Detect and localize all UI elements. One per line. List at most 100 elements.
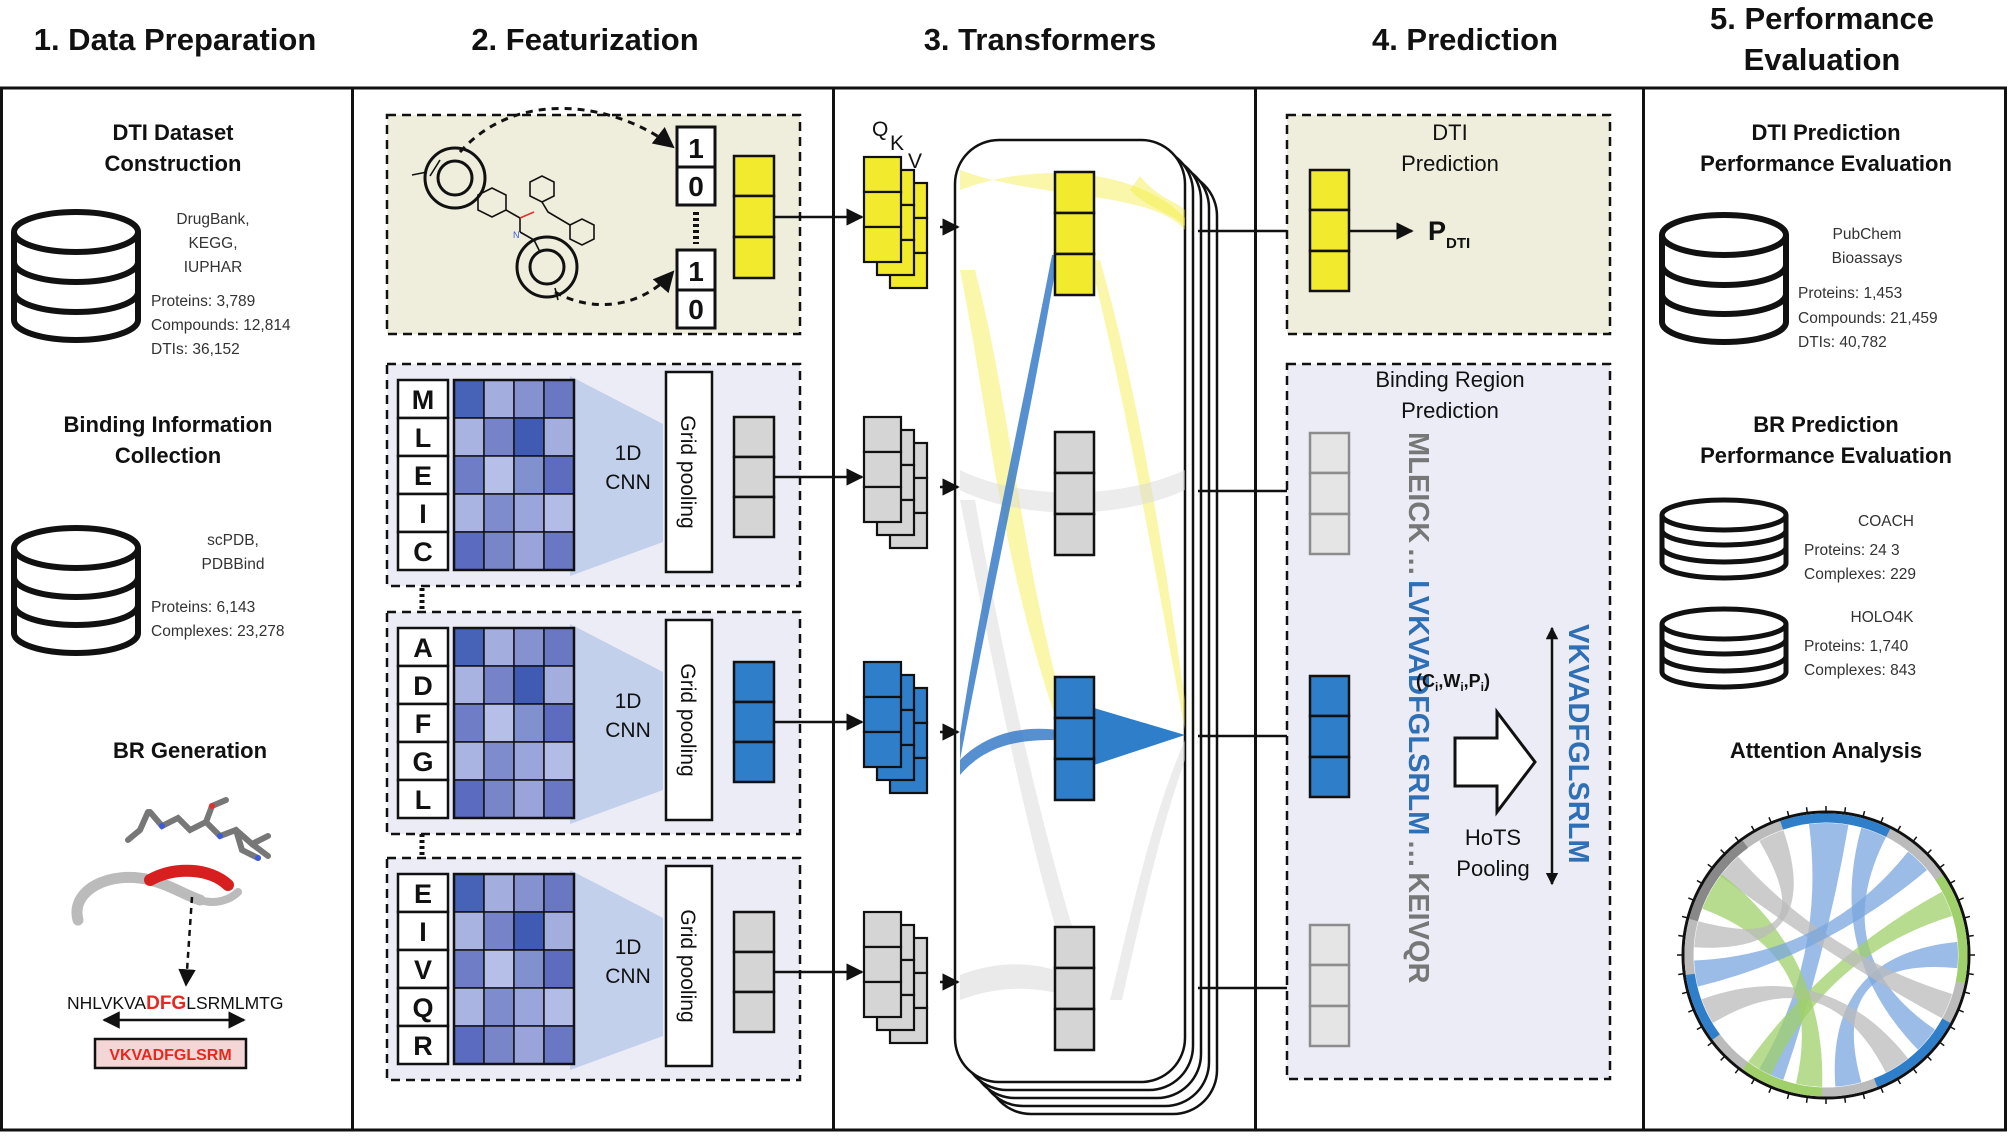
residue-letter: L bbox=[415, 785, 432, 815]
dti-source-2: KEGG, bbox=[188, 235, 237, 252]
embedding-cell bbox=[513, 493, 545, 533]
residue-letter: E bbox=[414, 879, 432, 909]
chord-segment bbox=[1780, 813, 1891, 837]
residue-cell bbox=[396, 872, 450, 914]
chord-tick bbox=[1688, 897, 1695, 901]
cnn-label-line2: CNN bbox=[605, 965, 651, 988]
embedding-cell bbox=[543, 665, 575, 705]
ecfp-radius-inner-2 bbox=[528, 248, 566, 286]
chord-link bbox=[1834, 941, 1958, 1087]
embedding-cell bbox=[543, 379, 575, 419]
attention-ribbon-blue bbox=[960, 255, 1058, 760]
embedding-frame bbox=[452, 872, 576, 1066]
holo-stat-proteins: Proteins: 1,740 bbox=[1804, 638, 1909, 655]
transformer-token-cell bbox=[1053, 966, 1096, 1011]
chord-tick bbox=[1681, 991, 1689, 995]
grid-pooling-label: Grid pooling bbox=[676, 415, 699, 528]
br-generation: BR Generation NHLVKVADFGLSRMLMTG VKVADFG… bbox=[67, 738, 283, 1070]
attention-ribbon-yellow bbox=[1130, 176, 1185, 226]
dti-source-3: IUPHAR bbox=[184, 259, 243, 276]
chord-tick bbox=[1750, 1078, 1756, 1085]
database-icon bbox=[1659, 606, 1789, 690]
stage-2-header: 2. Featurization bbox=[471, 22, 698, 57]
qkv-cell bbox=[862, 695, 903, 734]
binding-info-collection: Binding Information Collection scPDB, PD… bbox=[11, 412, 285, 656]
dti-output-vector bbox=[1308, 168, 1351, 293]
embedding-cell bbox=[513, 379, 545, 419]
transformer-token-cell bbox=[1053, 512, 1096, 557]
chord-tick bbox=[1750, 825, 1756, 832]
chord-tick bbox=[1681, 915, 1689, 919]
embedding-cell bbox=[543, 455, 575, 495]
embedding-cell bbox=[543, 949, 575, 989]
embedding-cell bbox=[453, 741, 485, 781]
transformer-token-cell bbox=[1053, 252, 1096, 297]
binding-info-title-line2: Collection bbox=[115, 443, 221, 468]
embedding-cell bbox=[453, 987, 485, 1027]
chord-link bbox=[1748, 891, 1953, 1076]
embedding-cell bbox=[543, 417, 575, 457]
coach-stat-complexes: Complexes: 229 bbox=[1804, 566, 1916, 583]
chord-tick bbox=[1734, 1067, 1740, 1074]
qkv-cell bbox=[862, 225, 903, 264]
chord-tick bbox=[1843, 1096, 1847, 1103]
ligand-structure-image bbox=[125, 797, 271, 861]
stage-3-header: 3. Transformers bbox=[924, 22, 1157, 57]
cnn-funnel bbox=[570, 376, 663, 576]
chord-tick bbox=[1862, 810, 1866, 818]
embedding-cell bbox=[453, 417, 485, 457]
compound-structure-image bbox=[411, 146, 595, 301]
compound-atom-n: N bbox=[513, 230, 520, 240]
dti-stat-proteins: Proteins: 3,789 bbox=[151, 293, 255, 310]
eval-stat-compounds: Compounds: 21,459 bbox=[1798, 310, 1938, 327]
cnn-funnel bbox=[570, 870, 663, 1070]
embedding-cell bbox=[513, 455, 545, 495]
residue-cell bbox=[396, 530, 450, 572]
column-5-frame bbox=[1642, 86, 2007, 1132]
cnn-label-line1: 1D bbox=[615, 936, 642, 959]
br-label: VKVADFGLSRM bbox=[109, 1047, 231, 1064]
qkv-cell bbox=[862, 190, 903, 229]
chord-tick bbox=[1696, 1025, 1703, 1031]
stage-5-header-line1: 5. Performance bbox=[1710, 1, 1934, 36]
transformer-token-cell bbox=[1053, 925, 1096, 970]
eval-source-1: PubChem bbox=[1833, 226, 1902, 243]
residue-letter: I bbox=[419, 499, 427, 529]
coach-stat-proteins: Proteins: 24 3 bbox=[1804, 542, 1900, 559]
fingerprint-bit: 0 bbox=[688, 171, 704, 202]
residue-letter: A bbox=[413, 633, 433, 663]
protein-embedding-cell bbox=[732, 910, 776, 954]
chord-tick bbox=[1734, 836, 1740, 843]
binding-info-title-line1: Binding Information bbox=[64, 412, 273, 437]
embedding-cell bbox=[513, 911, 545, 951]
chord-tick bbox=[1949, 879, 1956, 885]
grid-pooling-box bbox=[664, 864, 714, 1068]
embedding-cell bbox=[543, 493, 575, 533]
embedding-cell bbox=[513, 1025, 545, 1065]
br-output-vectors bbox=[1308, 431, 1351, 1048]
chord-tick bbox=[1938, 1041, 1945, 1047]
embedding-cell bbox=[483, 703, 515, 743]
transformer-token-cell bbox=[1053, 675, 1096, 720]
cnn-label-line2: CNN bbox=[605, 471, 651, 494]
embedding-frame bbox=[452, 378, 576, 572]
embedding-cell bbox=[483, 779, 515, 819]
embedding-cell bbox=[543, 987, 575, 1027]
attention-ribbon-yellow bbox=[960, 170, 1185, 230]
holo-name: HOLO4K bbox=[1851, 609, 1915, 626]
embedding-cell bbox=[513, 741, 545, 781]
fingerprint-arrow-top bbox=[458, 106, 675, 154]
qkv-cell bbox=[862, 450, 903, 489]
embedding-cell bbox=[513, 417, 545, 457]
dti-eval-title-line2: Performance Evaluation bbox=[1700, 151, 1952, 176]
attention-ribbon-gray bbox=[1110, 740, 1185, 1000]
query-label: Q bbox=[872, 118, 888, 141]
residue-letter: E bbox=[414, 461, 432, 491]
protein-embedding-cell bbox=[732, 495, 776, 539]
ecfp-radius-inner-1 bbox=[436, 159, 474, 197]
cnn-label-line2: CNN bbox=[605, 719, 651, 742]
residue-cell bbox=[396, 702, 450, 744]
residue-letter: F bbox=[415, 709, 432, 739]
embedding-cell bbox=[483, 379, 515, 419]
chord-tick bbox=[1926, 849, 1932, 855]
